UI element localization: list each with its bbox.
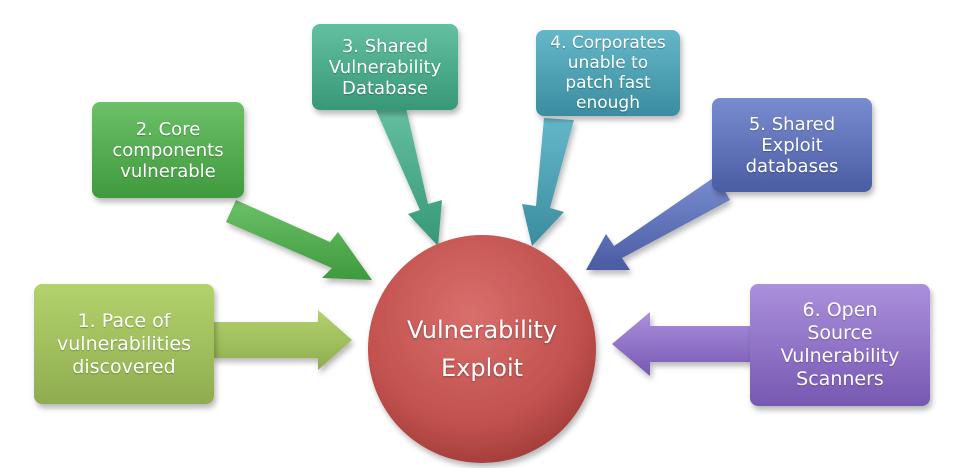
center-label: Vulnerability Exploit — [368, 256, 596, 442]
arrow-5 — [586, 176, 730, 270]
arrow-3 — [376, 108, 442, 246]
node-box-3 — [312, 24, 458, 110]
node-box-5 — [712, 98, 872, 192]
center-label-line1: Vulnerability — [406, 316, 558, 344]
center-circle — [368, 235, 596, 463]
arrow-4 — [522, 118, 574, 246]
node-box-4 — [536, 30, 680, 116]
arrow-6 — [612, 312, 752, 376]
arrow-2 — [226, 200, 372, 280]
node-box-6 — [750, 284, 930, 406]
arrow-1 — [212, 310, 352, 370]
node-box-2 — [92, 102, 244, 198]
center-label-line2: Exploit — [440, 354, 524, 382]
node-box-1 — [34, 284, 214, 404]
